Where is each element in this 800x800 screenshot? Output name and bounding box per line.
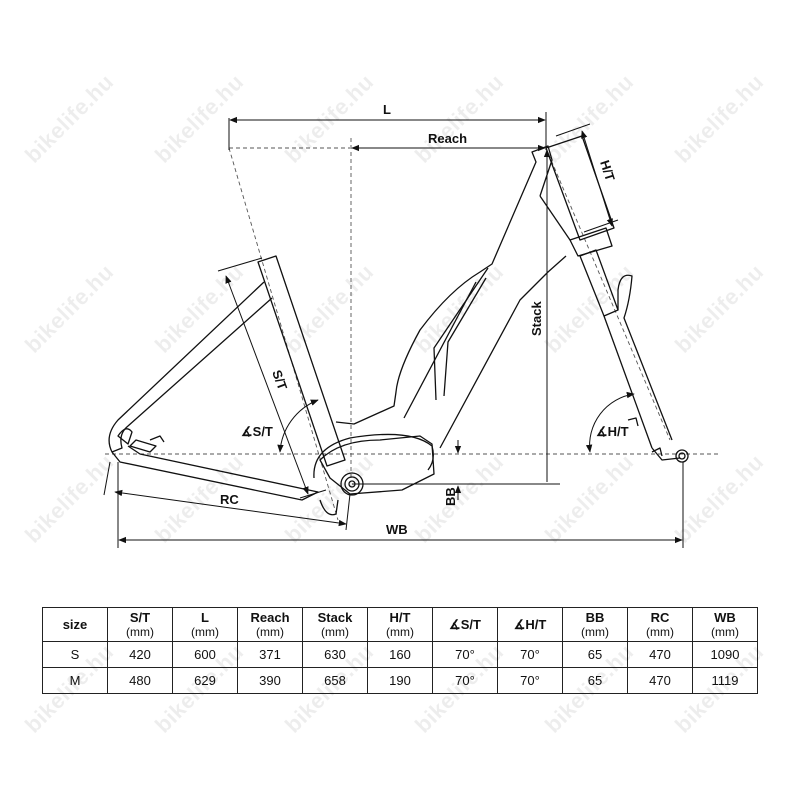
col-header-size: size (42, 607, 108, 642)
table-header-row: size S/T(mm) L(mm) Reach(mm) Stack(mm) H… (42, 607, 758, 642)
table-row: M 480 629 390 658 190 70° 70° 65 470 111… (42, 667, 758, 694)
col-header-l: L(mm) (172, 607, 238, 642)
cell-ht: 160 (367, 641, 433, 668)
col-header-rc: RC(mm) (627, 607, 693, 642)
cell-size: M (42, 667, 108, 694)
label-ht: H/T (597, 158, 618, 183)
cell-l: 629 (172, 667, 238, 694)
cell-reach: 371 (237, 641, 303, 668)
label-ht-angle: ∡H/T (596, 424, 629, 439)
col-header-bb: BB(mm) (562, 607, 628, 642)
col-header-st: S/T(mm) (107, 607, 173, 642)
cell-stack: 630 (302, 641, 368, 668)
cell-st: 420 (107, 641, 173, 668)
cell-bb: 65 (562, 641, 628, 668)
cell-wb: 1119 (692, 667, 758, 694)
col-header-ht-angle: ∡H/T (497, 607, 563, 642)
cell-ht-angle: 70° (497, 641, 563, 668)
geometry-table: size S/T(mm) L(mm) Reach(mm) Stack(mm) H… (42, 607, 758, 694)
cell-size: S (42, 641, 108, 668)
col-header-st-angle: ∡S/T (432, 607, 498, 642)
cell-ht-angle: 70° (497, 667, 563, 694)
cell-wb: 1090 (692, 641, 758, 668)
col-header-wb: WB(mm) (692, 607, 758, 642)
col-header-ht: H/T(mm) (367, 607, 433, 642)
cell-st-angle: 70° (432, 667, 498, 694)
cell-st: 480 (107, 667, 173, 694)
label-wb: WB (386, 522, 408, 537)
cell-st-angle: 70° (432, 641, 498, 668)
cell-l: 600 (172, 641, 238, 668)
label-reach: Reach (428, 131, 467, 146)
label-bb: BB (443, 487, 458, 506)
cell-rc: 470 (627, 641, 693, 668)
label-st: S/T (269, 368, 290, 392)
label-rc: RC (220, 492, 239, 507)
reference-lines (105, 138, 720, 521)
col-header-reach: Reach(mm) (237, 607, 303, 642)
label-st-angle: ∡S/T (241, 424, 273, 439)
table-row: S 420 600 371 630 160 70° 70° 65 470 109… (42, 641, 758, 668)
dimension-lines (103, 112, 684, 548)
cell-stack: 658 (302, 667, 368, 694)
bike-geometry-diagram: L Reach H/T Stack S/T ∡S/T ∡H/T BB RC WB (103, 102, 720, 548)
label-stack: Stack (529, 301, 544, 336)
label-L: L (383, 102, 391, 117)
col-header-stack: Stack(mm) (302, 607, 368, 642)
cell-reach: 390 (237, 667, 303, 694)
cell-bb: 65 (562, 667, 628, 694)
cell-rc: 470 (627, 667, 693, 694)
frame-outline (108, 135, 689, 516)
cell-ht: 190 (367, 667, 433, 694)
